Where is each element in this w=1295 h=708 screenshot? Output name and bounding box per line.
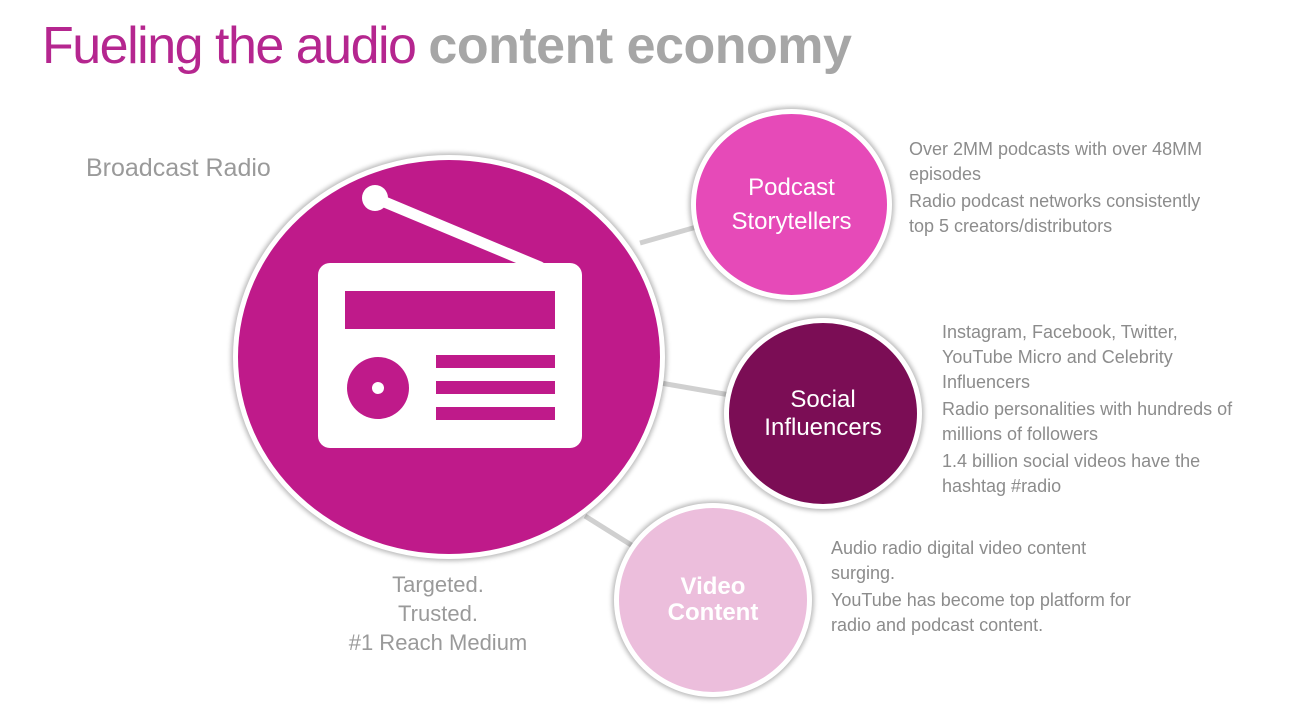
- video-description-item: YouTube has become top platform for radi…: [831, 590, 1131, 635]
- tagline-line: Targeted.: [392, 572, 484, 597]
- podcast-circle-label: Podcast Storytellers: [731, 171, 851, 239]
- social-description: Instagram, Facebook, Twitter, YouTube Mi…: [942, 320, 1252, 501]
- social-influencers-circle: Social Influencers: [724, 318, 922, 509]
- video-label-line: Video: [680, 573, 746, 600]
- social-circle-label: Social Influencers: [764, 386, 881, 442]
- podcast-storytellers-circle: Podcast Storytellers: [691, 109, 892, 300]
- tagline-line: Trusted.: [398, 601, 478, 626]
- social-description-item: 1.4 billion social videos have the hasht…: [942, 451, 1201, 496]
- radio-icon: [318, 185, 582, 448]
- video-label-line: Content: [667, 599, 759, 626]
- tagline-line: #1 Reach Medium: [348, 630, 528, 655]
- podcast-label-line: Storytellers: [731, 207, 852, 235]
- title-part-2: content economy: [428, 17, 852, 75]
- social-description-item: Radio personalities with hundreds of mil…: [942, 399, 1233, 444]
- broadcast-radio-circle: [233, 155, 665, 559]
- video-description-item: Audio radio digital video content surgin…: [831, 538, 1087, 583]
- broadcast-radio-label: Broadcast Radio: [86, 154, 271, 182]
- slide-title: Fueling the audio content economy: [42, 14, 852, 78]
- podcast-description: Over 2MM podcasts with over 48MM episode…: [909, 137, 1209, 241]
- social-description-item: Instagram, Facebook, Twitter, YouTube Mi…: [942, 322, 1178, 392]
- podcast-description-item: Over 2MM podcasts with over 48MM episode…: [909, 139, 1203, 184]
- video-description: Audio radio digital video content surgin…: [831, 536, 1131, 640]
- broadcast-tagline: Targeted. Trusted. #1 Reach Medium: [328, 570, 548, 657]
- podcast-description-item: Radio podcast networks consistently top …: [909, 191, 1201, 236]
- connector-video: [583, 513, 638, 551]
- social-label-line: Social: [790, 385, 856, 413]
- video-content-circle: Video Content: [614, 503, 812, 697]
- connector-podcast: [639, 223, 701, 246]
- title-part-1: Fueling the audio: [42, 17, 429, 75]
- podcast-label-line: Podcast: [748, 173, 835, 201]
- video-circle-label: Video Content: [668, 574, 759, 626]
- social-label-line: Influencers: [764, 413, 882, 441]
- connector-social: [654, 379, 731, 398]
